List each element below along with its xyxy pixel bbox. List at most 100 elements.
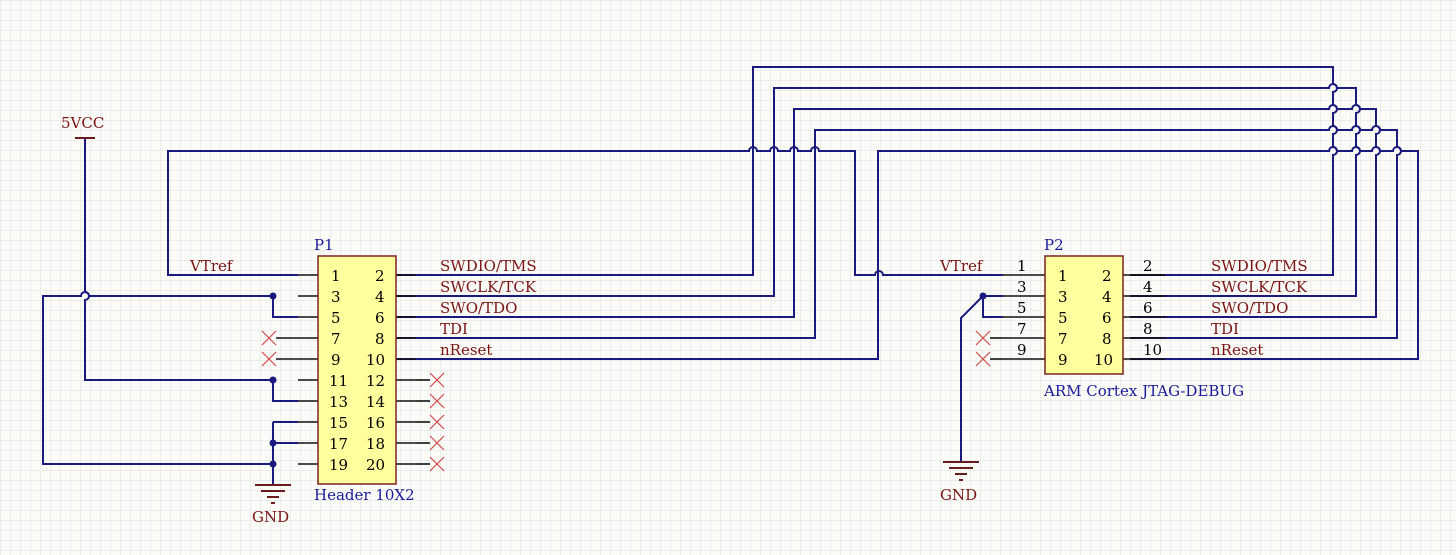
p2-external-pin-numbers-right: 2 4 6 8 10 bbox=[1143, 257, 1162, 359]
pin-number: 8 bbox=[1102, 330, 1112, 348]
wire-p1-gnd-bus bbox=[272, 296, 298, 318]
component-p1[interactable]: P1 Header 10X2 1 3 5 7 9 11 13 15 17 19 … bbox=[298, 236, 416, 504]
pin-number: 6 bbox=[375, 309, 385, 327]
p2-pin-numbers-right: 2 4 6 8 10 bbox=[1094, 267, 1113, 369]
net-label-swdio: SWDIO/TMS bbox=[1211, 257, 1308, 275]
wire-p2-gnd-drop bbox=[960, 295, 984, 462]
pin-number: 9 bbox=[331, 351, 341, 369]
ground-symbol-icon bbox=[255, 484, 291, 504]
net-label-vtref: VTref bbox=[189, 257, 234, 275]
p1-left-pins bbox=[298, 274, 318, 465]
pin-number: 2 bbox=[1102, 267, 1112, 285]
net-label-nreset: nReset bbox=[440, 341, 492, 359]
junction bbox=[269, 292, 277, 300]
power-port-5vcc[interactable]: 5VCC bbox=[61, 114, 104, 139]
pin-number: 10 bbox=[1143, 341, 1162, 359]
junctions bbox=[269, 292, 987, 468]
net-label-tdi: TDI bbox=[1211, 320, 1239, 338]
pin-number: 2 bbox=[1143, 257, 1153, 275]
gnd-label: GND bbox=[252, 508, 289, 526]
wire-5vcc bbox=[84, 138, 273, 381]
pin-number: 1 bbox=[331, 267, 341, 285]
p2-left-pins bbox=[1003, 274, 1045, 360]
pin-number: 3 bbox=[1017, 278, 1027, 296]
vcc-label: 5VCC bbox=[61, 114, 104, 132]
junction bbox=[269, 439, 277, 447]
p2-body bbox=[1044, 255, 1124, 375]
pin-number: 4 bbox=[1102, 288, 1112, 306]
pin-number: 5 bbox=[1058, 309, 1068, 327]
wire-swdio bbox=[396, 66, 1338, 276]
p2-external-pin-numbers-left: 1 3 5 7 9 bbox=[1017, 257, 1027, 359]
p1-body bbox=[317, 255, 397, 485]
net-label-swclk: SWCLK/TCK bbox=[440, 278, 537, 296]
no-connect-icon bbox=[429, 414, 445, 430]
pin-number: 16 bbox=[366, 414, 385, 432]
p1-designator: P1 bbox=[314, 236, 334, 254]
wire-nreset bbox=[396, 146, 1419, 360]
no-connect-icon bbox=[261, 351, 277, 367]
pin-number: 6 bbox=[1102, 309, 1112, 327]
pin-number: 5 bbox=[1017, 299, 1027, 317]
component-p2[interactable]: P2 ARM Cortex JTAG-DEBUG 1 3 5 7 9 2 4 6… bbox=[1003, 236, 1244, 400]
pin-number: 12 bbox=[366, 372, 385, 390]
p2-comment: ARM Cortex JTAG-DEBUG bbox=[1043, 382, 1244, 400]
wire-gnd-loop bbox=[42, 291, 273, 465]
no-connect-icon bbox=[429, 456, 445, 472]
junction bbox=[269, 376, 277, 384]
pin-number: 7 bbox=[331, 330, 341, 348]
pin-number: 6 bbox=[1143, 299, 1153, 317]
no-connect-icon bbox=[975, 351, 991, 367]
gnd-label: GND bbox=[940, 486, 977, 504]
pin-number: 3 bbox=[331, 288, 341, 306]
net-label-tdi: TDI bbox=[440, 320, 468, 338]
pin-number: 1 bbox=[1058, 267, 1068, 285]
p1-comment: Header 10X2 bbox=[314, 486, 415, 504]
pin-number: 5 bbox=[331, 309, 341, 327]
no-connect-icon bbox=[975, 330, 991, 346]
ground-port-p2[interactable]: GND bbox=[940, 461, 979, 504]
p1-pin-numbers-right: 2 4 6 8 10 12 14 16 18 20 bbox=[366, 267, 385, 474]
no-connect-icon bbox=[261, 330, 277, 346]
pin-number: 3 bbox=[1058, 288, 1068, 306]
pin-number: 9 bbox=[1058, 351, 1068, 369]
junction bbox=[269, 460, 277, 468]
pin-number: 17 bbox=[329, 435, 348, 453]
pin-number: 13 bbox=[329, 393, 348, 411]
pin-number: 7 bbox=[1017, 320, 1027, 338]
net-label-swdio: SWDIO/TMS bbox=[440, 257, 537, 275]
pin-number: 10 bbox=[1094, 351, 1113, 369]
pin-number: 1 bbox=[1017, 257, 1027, 275]
pin-number: 8 bbox=[375, 330, 385, 348]
net-label-swclk: SWCLK/TCK bbox=[1211, 278, 1308, 296]
ground-port-p1[interactable]: GND bbox=[252, 484, 291, 526]
pin-number: 10 bbox=[366, 351, 385, 369]
pin-number: 19 bbox=[329, 456, 348, 474]
no-connect-icon bbox=[429, 393, 445, 409]
p1-pin-numbers-left: 1 3 5 7 9 11 13 15 17 19 bbox=[329, 267, 348, 474]
p2-no-connects bbox=[975, 330, 1003, 367]
wire-p1-gnd-bus-2 bbox=[272, 380, 298, 402]
pin-number: 20 bbox=[366, 456, 385, 474]
pin-number: 7 bbox=[1058, 330, 1068, 348]
net-label-swo: SWO/TDO bbox=[1211, 299, 1288, 317]
net-label-swo: SWO/TDO bbox=[440, 299, 517, 317]
junction bbox=[979, 292, 987, 300]
p1-right-pins bbox=[396, 274, 416, 465]
ground-symbol-icon bbox=[943, 461, 979, 481]
p2-net-labels: VTref SWDIO/TMS SWCLK/TCK SWO/TDO TDI nR… bbox=[939, 257, 1308, 359]
net-label-vtref: VTref bbox=[939, 257, 984, 275]
p2-pin-numbers-left: 1 3 5 7 9 bbox=[1058, 267, 1068, 369]
pin-number: 14 bbox=[366, 393, 385, 411]
no-connect-icon bbox=[429, 372, 445, 388]
wire-p2-gnd bbox=[982, 295, 1003, 318]
pin-number: 11 bbox=[329, 372, 348, 390]
pin-number: 2 bbox=[375, 267, 385, 285]
p1-no-connects bbox=[261, 330, 445, 472]
pin-number: 4 bbox=[1143, 278, 1153, 296]
wires bbox=[42, 66, 1419, 485]
pin-number: 9 bbox=[1017, 341, 1027, 359]
pin-number: 15 bbox=[329, 414, 348, 432]
pin-number: 8 bbox=[1143, 320, 1153, 338]
